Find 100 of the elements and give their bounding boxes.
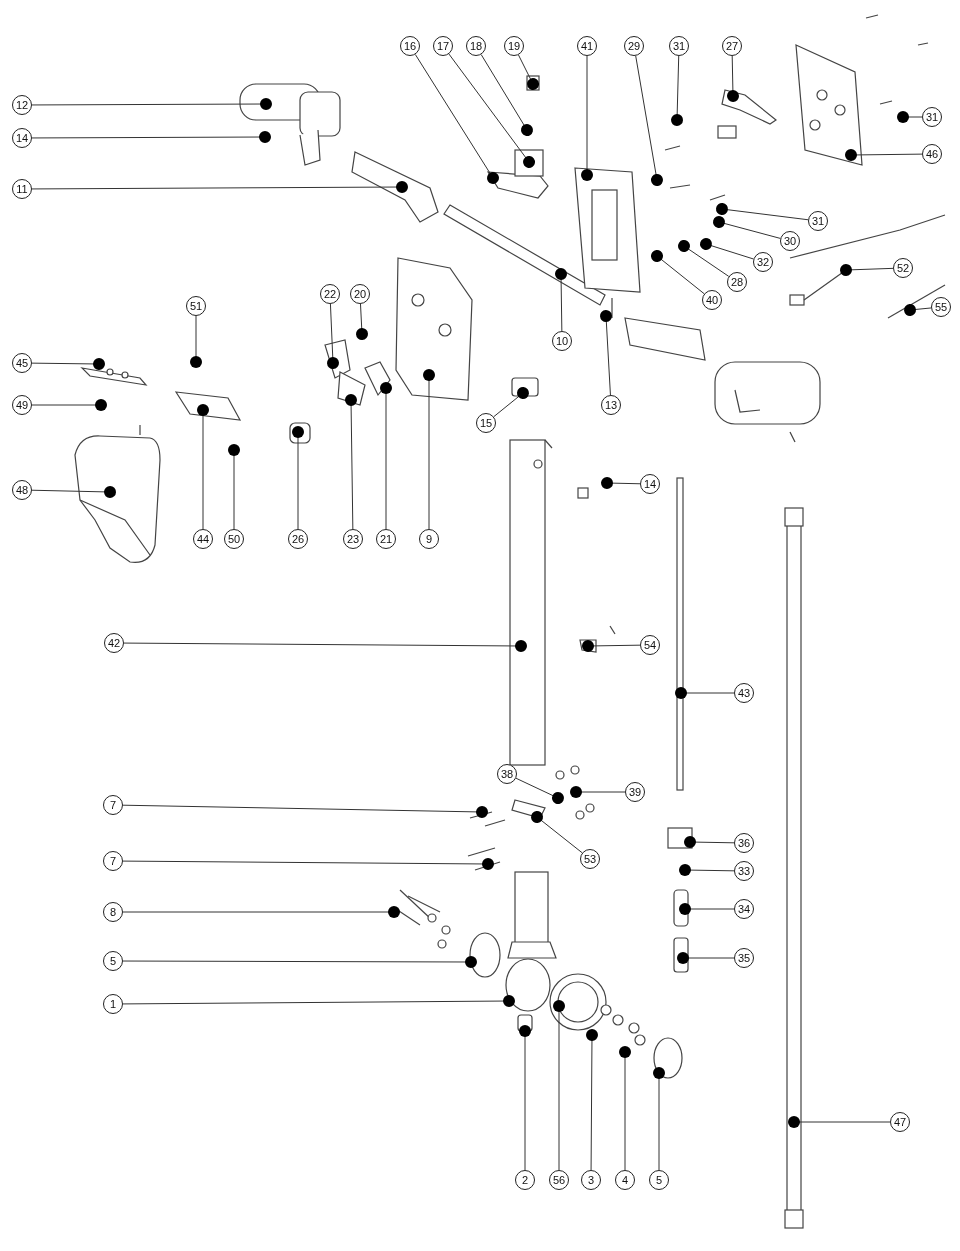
callout-number: 44 xyxy=(193,529,213,549)
leader-line xyxy=(356,303,368,340)
callout-number: 14 xyxy=(640,474,660,494)
leader-line xyxy=(190,315,202,368)
leader-line xyxy=(601,477,641,489)
callout-number: 23 xyxy=(343,529,363,549)
callout-number: 7 xyxy=(103,795,123,815)
callout-number: 4 xyxy=(615,1170,635,1190)
leader-line xyxy=(677,952,735,964)
callout-number: 21 xyxy=(376,529,396,549)
leader-line xyxy=(292,426,304,530)
callout-number: 22 xyxy=(320,284,340,304)
callout-number: 50 xyxy=(224,529,244,549)
leader-line xyxy=(31,131,271,143)
leader-line xyxy=(684,836,735,848)
callout-number: 9 xyxy=(419,529,439,549)
leader-line xyxy=(679,864,735,876)
callout-number: 3 xyxy=(581,1170,601,1190)
callout-number: 26 xyxy=(288,529,308,549)
callout-number: 14 xyxy=(12,128,32,148)
callout-number: 39 xyxy=(625,782,645,802)
leader-line xyxy=(31,98,272,110)
callout-number: 28 xyxy=(727,272,747,292)
callout-number: 52 xyxy=(893,258,913,278)
callout-number: 41 xyxy=(577,36,597,56)
callout-number: 1 xyxy=(103,994,123,1014)
callout-number: 12 xyxy=(12,95,32,115)
callout-number: 45 xyxy=(12,353,32,373)
callout-number: 38 xyxy=(497,764,517,784)
leader-line xyxy=(679,903,735,915)
callout-number: 46 xyxy=(922,144,942,164)
leader-line xyxy=(553,1000,565,1171)
leader-line xyxy=(31,399,107,411)
leader-line xyxy=(619,1046,631,1171)
callout-number: 16 xyxy=(400,36,420,56)
callout-number: 31 xyxy=(922,107,942,127)
callout-number: 51 xyxy=(186,296,206,316)
leader-line xyxy=(197,404,209,530)
leader-line xyxy=(653,1067,665,1171)
leader-line xyxy=(897,111,923,123)
leader-line xyxy=(716,203,809,221)
leader-line xyxy=(586,1029,598,1171)
callout-number: 11 xyxy=(12,179,32,199)
leader-line xyxy=(493,387,529,418)
callout-number: 55 xyxy=(931,297,951,317)
callout-number: 5 xyxy=(649,1170,669,1190)
leader-line xyxy=(122,906,400,918)
leader-line xyxy=(517,54,539,90)
leader-line xyxy=(727,55,739,102)
leader-line xyxy=(122,858,494,870)
leader-line xyxy=(555,268,567,332)
leader-line xyxy=(700,238,754,260)
callout-number: 15 xyxy=(476,413,496,433)
leader-line xyxy=(480,54,533,136)
leader-line xyxy=(31,486,116,498)
callout-number: 8 xyxy=(103,902,123,922)
callout-number: 18 xyxy=(466,36,486,56)
leader-line xyxy=(122,804,488,818)
leader-line xyxy=(31,358,105,370)
leader-line xyxy=(414,53,499,184)
callout-number: 31 xyxy=(808,211,828,231)
callout-number: 31 xyxy=(669,36,689,56)
leader-line xyxy=(228,444,240,530)
callout-number: 34 xyxy=(734,899,754,919)
leader-line xyxy=(600,310,612,396)
leader-line xyxy=(448,53,535,168)
callout-number: 48 xyxy=(12,480,32,500)
callout-number: 10 xyxy=(552,331,572,351)
callout-number: 30 xyxy=(780,231,800,251)
leader-line xyxy=(581,55,593,181)
leader-line xyxy=(345,394,357,530)
callout-number: 54 xyxy=(640,635,660,655)
leader-line xyxy=(651,250,705,295)
leader-line xyxy=(788,1116,891,1128)
callout-number: 47 xyxy=(890,1112,910,1132)
callout-number: 7 xyxy=(103,851,123,871)
callout-number: 5 xyxy=(103,951,123,971)
leader-line xyxy=(678,240,730,277)
leader-line xyxy=(675,687,735,699)
callout-number: 56 xyxy=(549,1170,569,1190)
callout-number: 2 xyxy=(515,1170,535,1190)
callout-number: 33 xyxy=(734,861,754,881)
callout-number: 29 xyxy=(624,36,644,56)
callout-number: 49 xyxy=(12,395,32,415)
leader-line xyxy=(531,811,583,854)
callout-number: 17 xyxy=(433,36,453,56)
callout-number: 43 xyxy=(734,683,754,703)
leader-line xyxy=(380,382,392,530)
leader-line xyxy=(515,777,564,804)
callout-number: 42 xyxy=(104,633,124,653)
leader-line xyxy=(840,264,894,276)
leader-line xyxy=(327,303,339,369)
callout-number: 40 xyxy=(702,290,722,310)
callout-number: 32 xyxy=(753,252,773,272)
leader-line xyxy=(713,216,781,239)
callout-number: 35 xyxy=(734,948,754,968)
leader-line xyxy=(635,55,663,186)
callout-number: 53 xyxy=(580,849,600,869)
leader-line xyxy=(122,956,477,968)
leader-line xyxy=(582,640,641,652)
